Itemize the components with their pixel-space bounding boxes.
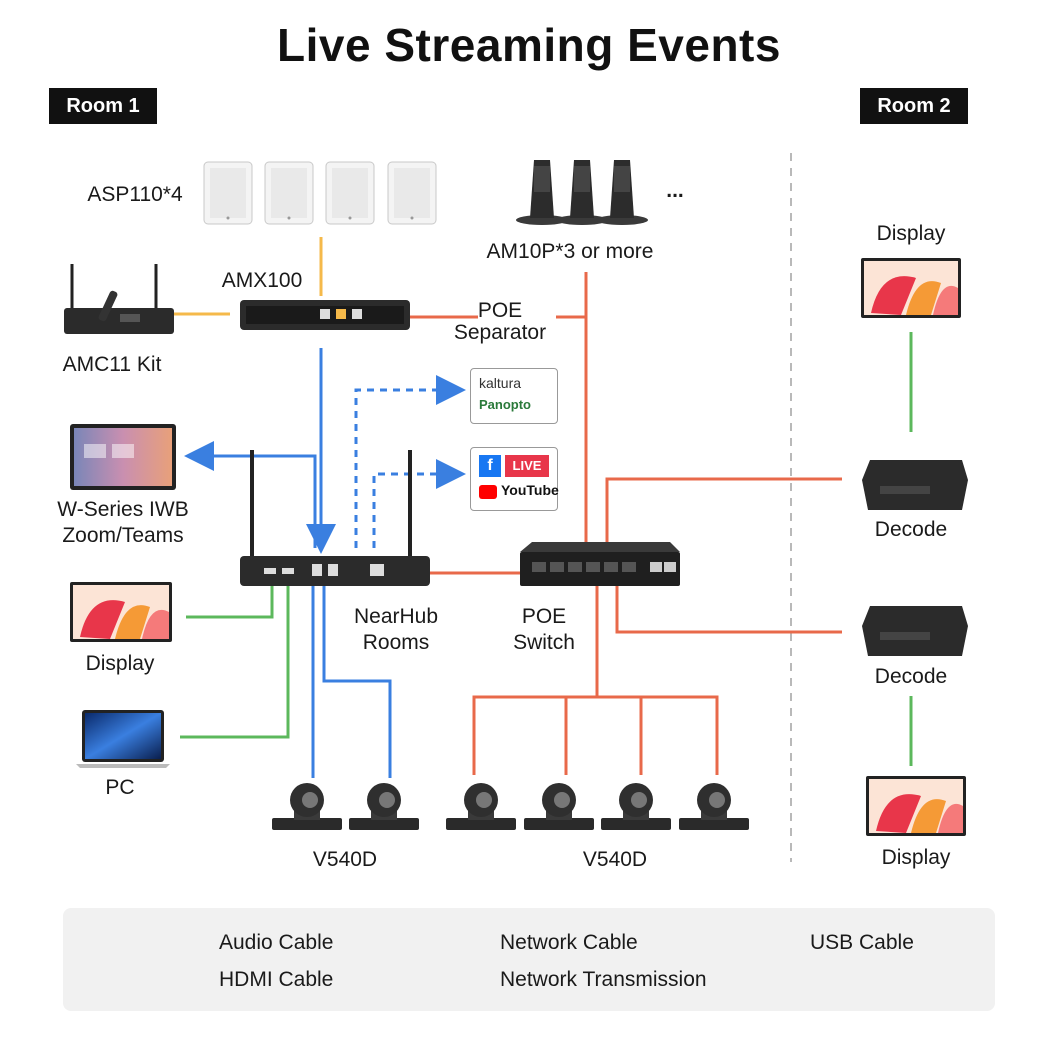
- hdmi-cables: [180, 332, 913, 766]
- decode-bottom-device: [862, 606, 968, 656]
- label-room2-display-bottom: Display: [881, 846, 951, 869]
- label-poe-separator-line2: Separator: [453, 321, 547, 344]
- label-nearhub-line2: Rooms: [362, 631, 430, 654]
- facebook-icon: f: [479, 455, 501, 477]
- label-display-left: Display: [85, 652, 155, 675]
- label-speakers: ASP110*4: [87, 183, 183, 206]
- label-cameras-right: V540D: [582, 848, 648, 871]
- legend-audio: Audio Cable: [219, 931, 334, 954]
- room2-display-bottom-device: [866, 776, 966, 836]
- legend: [63, 908, 995, 1011]
- legend-transmission: Network Transmission: [500, 968, 707, 991]
- label-poe-switch-line2: Switch: [513, 631, 575, 654]
- live-badge-text: LIVE: [505, 455, 549, 477]
- label-more: ...: [666, 179, 684, 202]
- kaltura-logo-text: kaltura: [479, 375, 522, 391]
- label-mics: AM10P*3 or more: [486, 240, 654, 263]
- label-room2-display-top: Display: [876, 222, 946, 245]
- display-left-device: [70, 582, 172, 642]
- room-2-tag: Room 2: [860, 88, 968, 124]
- network-transmission: [354, 375, 466, 548]
- label-iwb-line2: Zoom/Teams: [62, 524, 184, 547]
- speakers: [203, 161, 437, 225]
- label-pc: PC: [105, 776, 135, 799]
- room-1-tag: Room 1: [49, 88, 157, 124]
- label-nearhub-line1: NearHub: [353, 605, 439, 628]
- poe-switch-device: [520, 542, 680, 586]
- panopto-logo-text: Panopto: [479, 397, 531, 412]
- label-iwb-line1: W-Series IWB: [57, 498, 189, 521]
- legend-hdmi: HDMI Cable: [219, 968, 334, 991]
- youtube-icon: [479, 485, 497, 499]
- decode-top-device: [862, 460, 968, 510]
- room2-display-top-device: [861, 258, 961, 318]
- page-title: Live Streaming Events: [277, 19, 781, 71]
- amc11-device: [64, 264, 174, 334]
- label-poe-switch-line1: POE: [521, 605, 567, 628]
- label-amc11: AMC11 Kit: [62, 353, 162, 376]
- label-amx100: AMX100: [221, 269, 303, 292]
- cameras: [272, 783, 749, 830]
- network-cables: [410, 272, 842, 775]
- nearhub-device: [240, 450, 430, 586]
- label-cameras-left: V540D: [312, 848, 378, 871]
- tabletop-mics: [516, 160, 648, 225]
- pc-device: [76, 710, 170, 768]
- label-poe-separator-line1: POE: [477, 299, 523, 322]
- iwb-device: [70, 424, 176, 490]
- label-decode-bottom: Decode: [874, 665, 948, 688]
- amx100-device: [240, 300, 410, 330]
- label-decode-top: Decode: [874, 518, 948, 541]
- live-youtube-badge: f LIVE YouTube: [470, 447, 559, 511]
- kaltura-panopto-badge: kaltura Panopto: [470, 368, 558, 424]
- audio-cables: [174, 237, 323, 316]
- legend-usb: USB Cable: [810, 931, 914, 954]
- usb-cables: [184, 348, 392, 778]
- youtube-logo-text: YouTube: [501, 482, 559, 498]
- legend-network: Network Cable: [500, 931, 638, 954]
